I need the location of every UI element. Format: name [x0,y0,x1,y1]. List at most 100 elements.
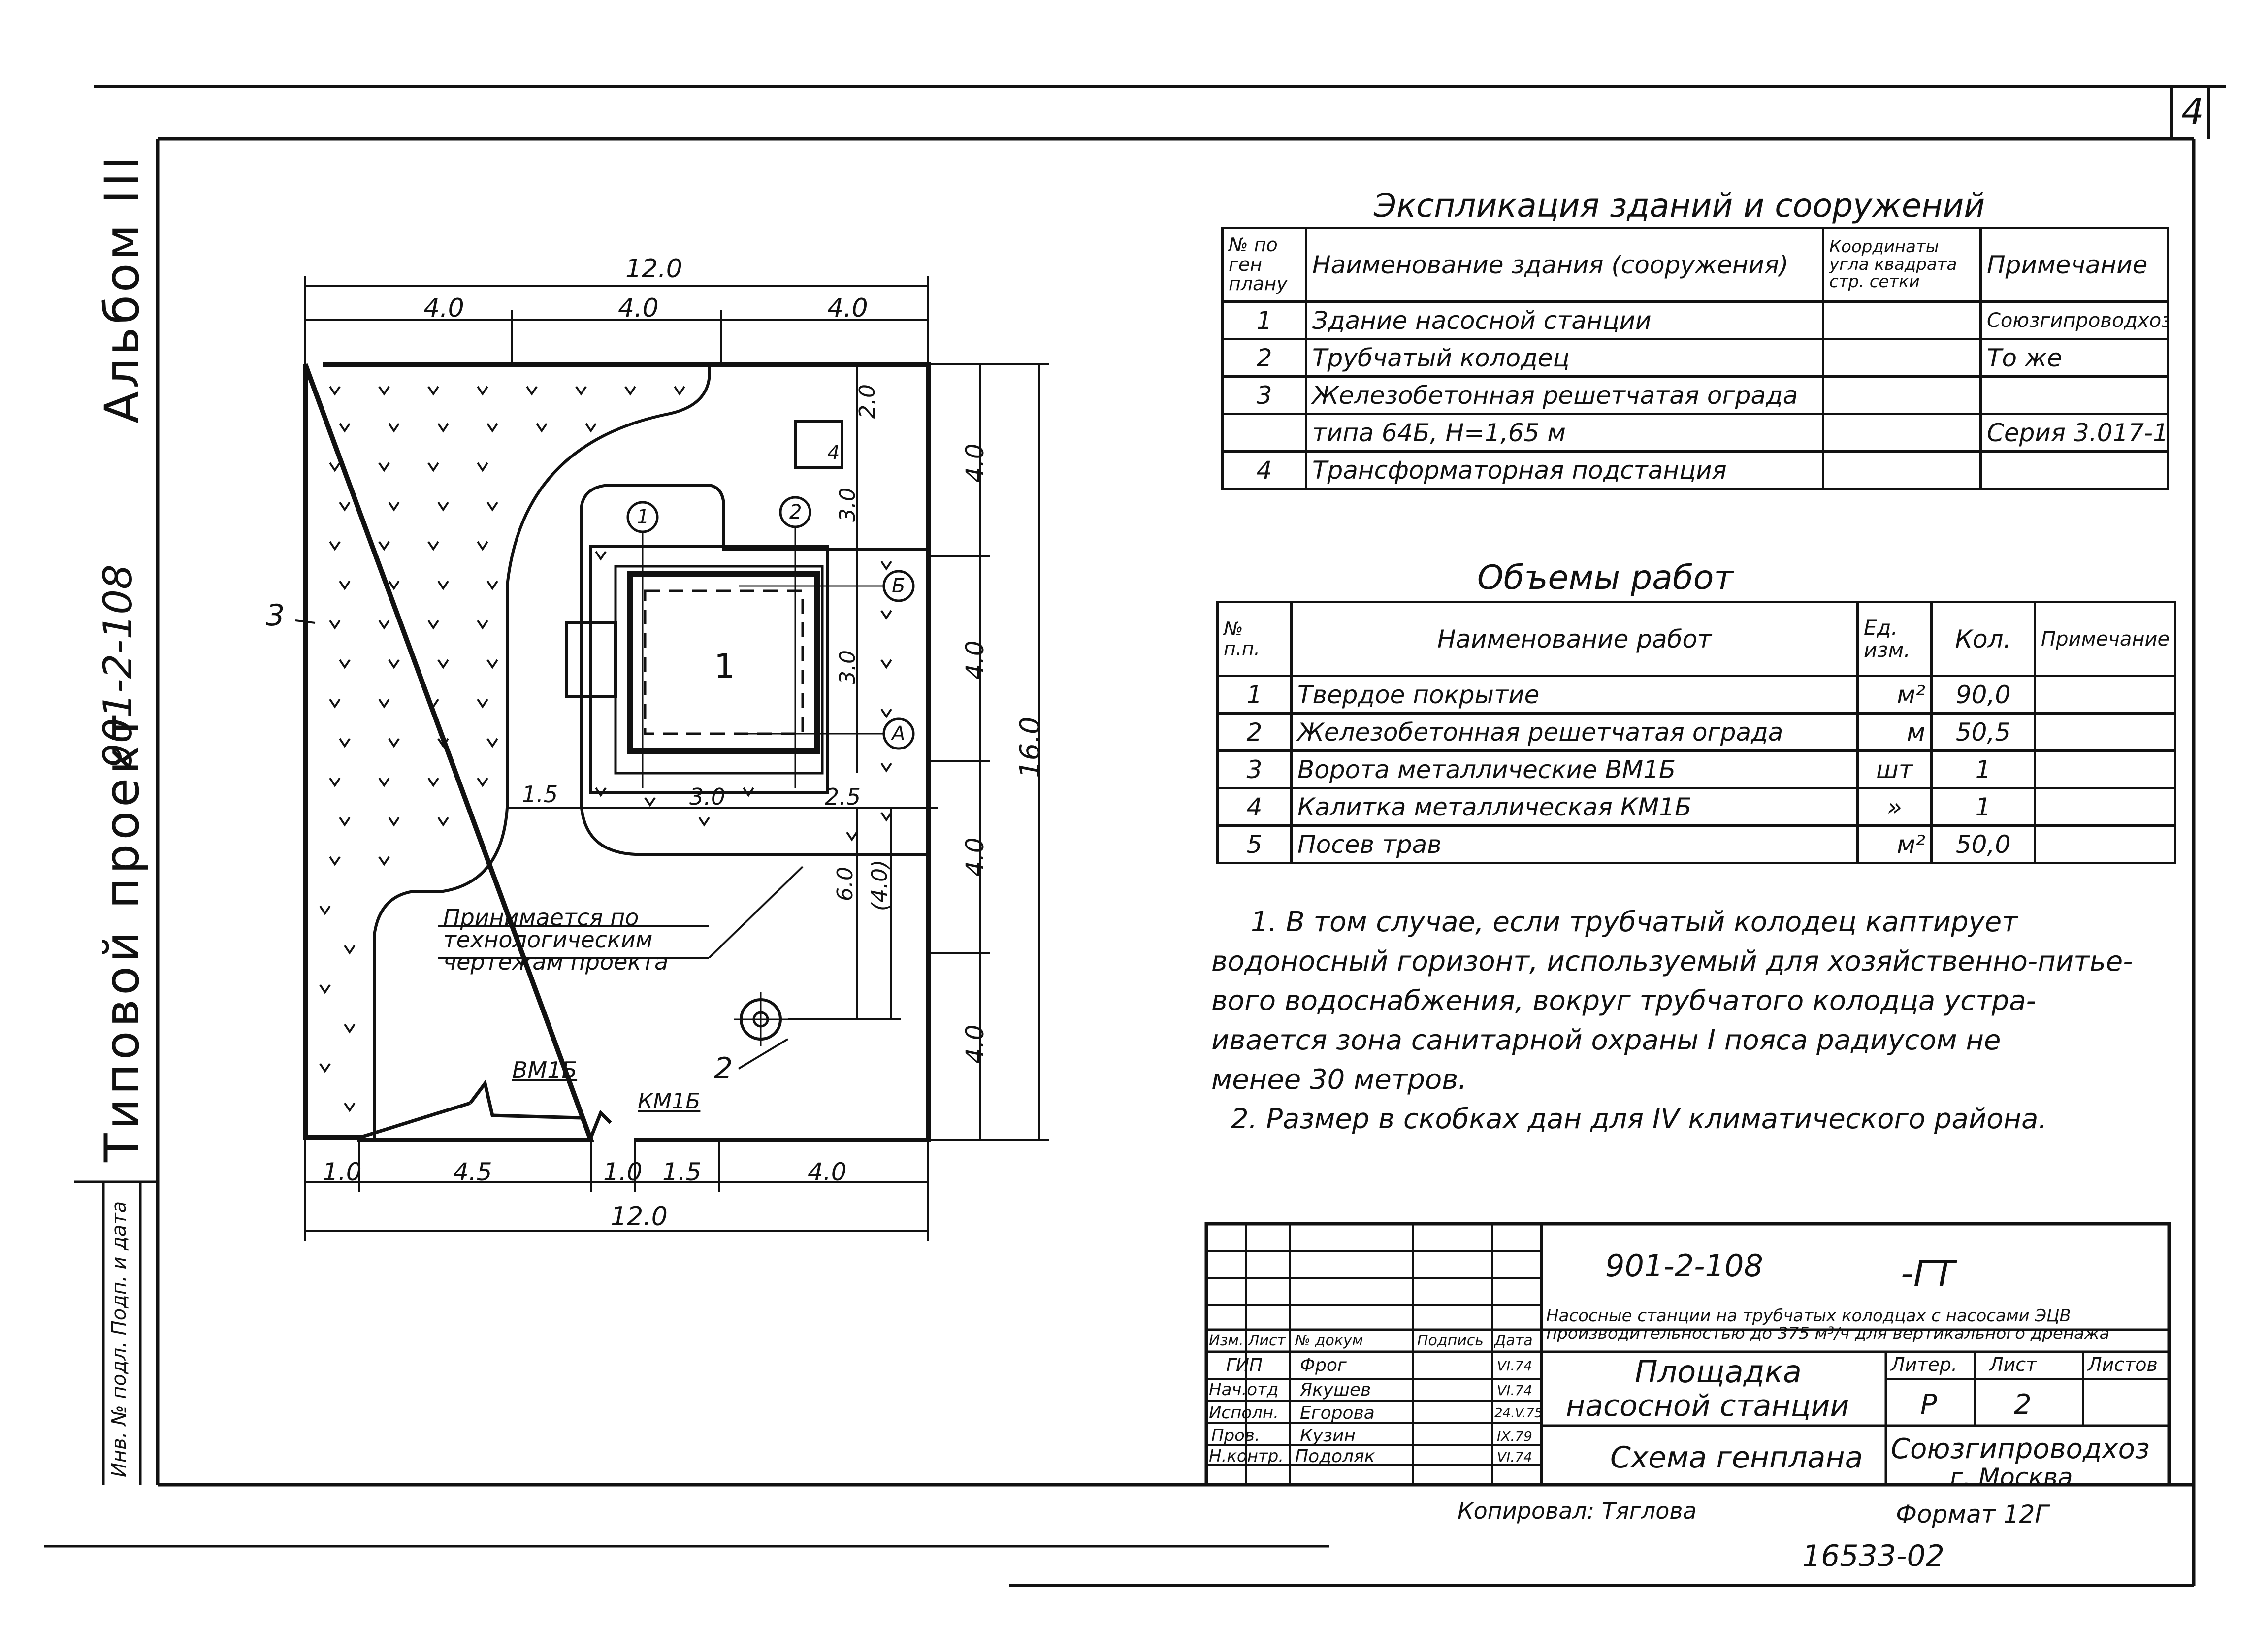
tb-person-name: Фрог [1300,1355,1347,1375]
plan-note-1: Принимается по [443,904,639,931]
vol-row-unit: » [1856,787,1933,827]
tb-person-date: VI.74 [1497,1358,1532,1374]
sheet-title-2: насосной станции [1566,1389,1849,1423]
vol-row-qty: 90,0 [1930,675,2036,715]
expl-row-name: Трубчатый колодец [1305,338,1824,378]
vol-row-n: 1 [1216,675,1293,715]
vol-header-unit: Ед. изм. [1856,601,1933,677]
tb-person-name: Кузин [1300,1426,1356,1446]
vol-row-note [2034,824,2176,864]
vol-header-note: Примечание [2034,601,2176,677]
dim-bottom-a: 1.0 [323,1158,362,1186]
vol-row-name: Ворота металлические ВМ1Б [1290,749,1859,789]
vol-row-unit: м² [1856,675,1933,715]
label-axis-1: 1 [637,506,649,528]
note-line: 1. В том случае, если трубчатый колодец … [1251,906,2018,938]
sheets-label: Листов [2088,1354,2158,1375]
tb-person-date: VI.74 [1497,1449,1532,1465]
expl-row-note: Серия 3.017-1 [1979,413,2169,453]
vol-row-qty: 50,5 [1930,712,2036,752]
expl-row-coord [1822,300,1982,340]
vol-row-name: Калитка металлическая КМ1Б [1290,787,1859,827]
vol-row-qty: 1 [1930,749,2036,789]
gate [358,1079,612,1140]
expl-header-n: № по ген плану [1221,227,1307,303]
expl-header-name: Наименование здания (сооружения) [1305,227,1824,303]
liter-value: Р [1920,1389,1937,1421]
tb-header-doc: № докум [1295,1332,1363,1349]
paved-area [580,484,930,856]
label-axis-2: 2 [789,501,802,523]
vol-header-name: Наименование работ [1290,601,1859,677]
note-line: водоносный горизонт, используемый для хо… [1211,945,2133,977]
dim-top-b: 4.0 [618,293,659,323]
expl-row-name: Здание насосной станции [1305,300,1824,340]
vol-row-n: 4 [1216,787,1293,827]
format: Формат 12Г [1896,1500,2049,1529]
label-axis-b: Б [892,575,906,597]
expl-row-n: 2 [1221,338,1307,378]
expl-row-name: типа 64Б, Н=1,65 м [1305,413,1824,453]
dim-bottom-total: 12.0 [611,1202,668,1232]
sheet-label: Лист [1989,1354,2037,1375]
expl-row-name: Трансформаторная подстанция [1305,450,1824,490]
expl-row-coord [1822,413,1982,453]
dim-bottom-c: 1.0 [603,1158,643,1186]
building-outer [589,545,829,794]
dim-bottom-b: 4.5 [453,1158,492,1186]
expl-row-name: Железобетонная решетчатая ограда [1305,375,1824,415]
tb-person-role: Нач.отд [1209,1380,1279,1400]
expl-header-coord: Координаты угла квадрата стр. сетки [1822,227,1982,303]
plan-note-3: чертежам проекта [443,948,669,975]
vol-row-note [2034,675,2176,715]
vol-header-qty: Кол. [1930,601,2036,677]
expl-row-coord [1822,375,1982,415]
expl-row-coord [1822,338,1982,378]
tb-header-izm: Изм. [1209,1332,1244,1349]
transformer-box [794,420,843,469]
label-fence: 3 [266,598,285,633]
dim-top-c: 4.0 [827,293,868,323]
tb-header-sign: Подпись [1417,1332,1484,1349]
vol-row-name: Посев трав [1290,824,1859,864]
expl-row-n: 4 [1221,450,1307,490]
dim-top-a: 4.0 [423,293,464,323]
tb-person-role: ГИП [1226,1355,1263,1375]
expl-row-n [1221,413,1307,453]
vol-row-qty: 50,0 [1930,824,2036,864]
expl-header-note: Примечание [1979,227,2169,303]
label-gate: ВМ1Б [512,1057,578,1083]
note-line: ивается зона санитарной охраны I пояса р… [1211,1024,2001,1056]
expl-row-coord [1822,450,1982,490]
expl-row-note [1979,450,2169,490]
title-code: 901-2-108 [1605,1248,1763,1284]
vol-row-unit: м [1856,712,1933,752]
tb-person-name: Якушев [1300,1380,1371,1400]
volumes-table: № п.п. Наименование работ Ед. изм. Кол. … [1216,601,2176,864]
tb-person-role: Пров. [1211,1426,1260,1445]
dim-bottom-d: 1.5 [662,1158,702,1186]
expl-row-note [1979,375,2169,415]
expl-row-n: 1 [1221,300,1307,340]
dim-top-total: 12.0 [625,254,682,284]
tb-person-date: 24.V.75 [1494,1406,1543,1421]
vol-row-n: 3 [1216,749,1293,789]
tb-header-list: Лист [1248,1332,1286,1349]
note-line: менее 30 метров. [1211,1064,1467,1096]
vol-row-note [2034,787,2176,827]
vol-row-note [2034,712,2176,752]
label-wicket: КМ1Б [638,1089,701,1114]
tb-person-role: Исполн. [1209,1403,1279,1423]
explication-title: Экспликация зданий и сооружений [1374,187,1985,225]
sheet-value: 2 [2014,1389,2032,1421]
tb-person-date: IX.79 [1497,1428,1532,1444]
label-transformer: 4 [827,442,840,464]
dim-inner-15: 1.5 [522,781,558,808]
tb-header-date: Дата [1494,1332,1533,1349]
tb-person-date: VI.74 [1497,1382,1532,1399]
vol-header-n: № п.п. [1216,601,1293,677]
vol-row-n: 2 [1216,712,1293,752]
vol-row-n: 5 [1216,824,1293,864]
